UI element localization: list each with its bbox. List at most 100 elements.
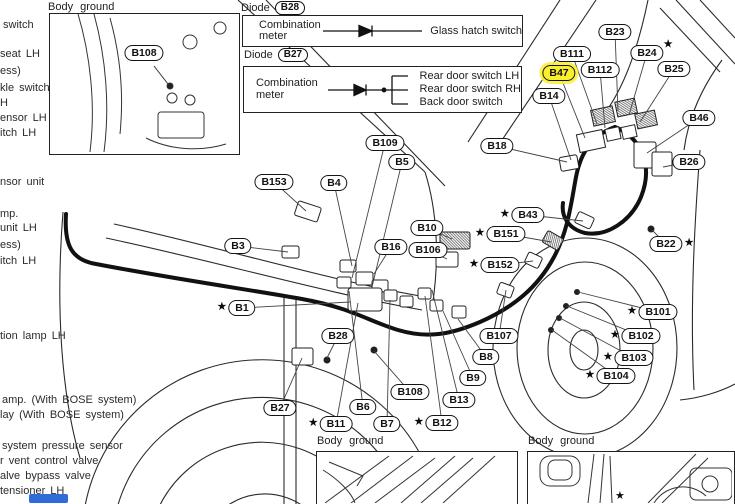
connector-bubble-b24: B24★ bbox=[630, 39, 673, 61]
body-ground-box-bottom-right bbox=[527, 451, 735, 504]
connector-bubble-b12: B12★ bbox=[414, 415, 459, 431]
connector-bubble-b25: B25 bbox=[657, 61, 691, 77]
connector-bubble-b1: B1★ bbox=[217, 300, 256, 316]
leader-line bbox=[571, 53, 598, 125]
star-icon: ★ bbox=[627, 305, 637, 317]
leader-line bbox=[351, 142, 386, 279]
connector-bubble-b107: B107 bbox=[479, 328, 519, 344]
scattered-connectors bbox=[281, 154, 595, 366]
star-icon: ★ bbox=[414, 416, 424, 428]
star-icon: ★ bbox=[308, 417, 318, 429]
connector-bubble-b22: B22★ bbox=[649, 236, 694, 252]
connector-bubble-b28: B28 bbox=[321, 328, 355, 344]
component-label: kle switch bbox=[0, 82, 50, 94]
connector-bubble-b27-legend: B27 bbox=[277, 48, 309, 62]
connector-bubble-b7: B7 bbox=[373, 416, 401, 432]
connector-bubble-b101: B101★ bbox=[627, 304, 678, 320]
diode-symbol-fork bbox=[327, 74, 408, 105]
star-icon: ★ bbox=[475, 227, 485, 239]
connector-bubble-b108: B108 bbox=[390, 384, 430, 400]
diode-b28-tag: Diode B28 bbox=[241, 1, 306, 15]
diode-b27-target-back: Back door switch bbox=[419, 96, 503, 108]
star-icon: ★ bbox=[500, 208, 510, 220]
connector-bubble-b23: B23 bbox=[598, 24, 632, 40]
component-label: lay (With BOSE system) bbox=[0, 409, 124, 421]
connector-bubble-b10: B10 bbox=[410, 220, 444, 236]
connector-bubble-b103: B103★ bbox=[603, 350, 654, 366]
leader-line bbox=[599, 69, 606, 129]
connector-bubble-b151: B151★ bbox=[475, 226, 526, 242]
component-label: H bbox=[0, 97, 8, 109]
diode-b27-target-lh: Rear door switch LH bbox=[419, 70, 520, 82]
leader-line bbox=[348, 290, 364, 408]
connector-bubble-b153: B153 bbox=[254, 174, 294, 190]
leader-line bbox=[548, 95, 572, 161]
leader-line bbox=[431, 289, 460, 401]
leader-line bbox=[558, 72, 586, 139]
connector-bubble-b104: B104★ bbox=[585, 368, 636, 384]
star-icon: ★ bbox=[684, 237, 694, 249]
connector-bubble-b13: B13 bbox=[442, 392, 476, 408]
diode-b27-target-rh: Rear door switch RH bbox=[419, 83, 521, 95]
component-label: switch bbox=[3, 19, 34, 31]
connector-bubble-b27: B27 bbox=[263, 400, 297, 416]
component-label: alve bypass valve bbox=[0, 470, 91, 482]
star-icon: ★ bbox=[585, 369, 595, 381]
diode-b27-title: Diode bbox=[244, 49, 273, 61]
component-label: ess) bbox=[0, 239, 21, 251]
body-ground-box-bottom-left bbox=[316, 451, 518, 504]
component-label: ensor LH bbox=[0, 112, 47, 124]
leader-line bbox=[333, 182, 353, 267]
star-icon: ★ bbox=[615, 490, 625, 502]
connector-bubble-b6: B6 bbox=[349, 399, 377, 415]
body-ground-label-bottom-left: Body ground bbox=[317, 435, 384, 447]
diode-b28-source: Combination meter bbox=[259, 18, 321, 42]
connector-bubble-b14: B14 bbox=[532, 88, 566, 104]
diode-b28-box: Combination meter Glass hatch switch bbox=[242, 15, 523, 47]
star-icon: ★ bbox=[663, 38, 673, 50]
connector-bubble-b106: B106 bbox=[408, 242, 448, 258]
connector-bubble-b8: B8 bbox=[472, 349, 500, 365]
leader-line bbox=[628, 52, 648, 116]
connector-bubble-b18: B18 bbox=[480, 138, 514, 154]
star-icon: ★ bbox=[603, 351, 613, 363]
connector-bubble-b3: B3 bbox=[224, 238, 252, 254]
connector-bubble-b43: B43★ bbox=[500, 207, 545, 223]
leader-line bbox=[371, 161, 403, 288]
star-icon: ★ bbox=[217, 301, 227, 313]
connector-bubble-b109: B109 bbox=[365, 135, 405, 151]
star-icon: ★ bbox=[469, 258, 479, 270]
diode-b27-source: Combination meter bbox=[256, 77, 318, 101]
component-label: itch LH bbox=[0, 255, 37, 267]
leader-line bbox=[386, 299, 391, 425]
component-label: system pressure sensor bbox=[2, 440, 123, 452]
component-label: nsor unit bbox=[0, 176, 45, 188]
connector-bubble-b108: B108 bbox=[124, 45, 164, 61]
component-label: itch LH bbox=[0, 127, 37, 139]
connector-bubble-b5: B5 bbox=[388, 154, 416, 170]
connector-bubble-b9: B9 bbox=[459, 370, 487, 386]
connector-bubble-b11: B11★ bbox=[309, 416, 353, 432]
component-label: seat LH bbox=[0, 48, 40, 60]
leader-line bbox=[241, 301, 351, 309]
leader-line bbox=[442, 310, 474, 379]
diode-b27-tag: Diode B27 bbox=[244, 48, 309, 62]
connector-bubble-b47: B47 bbox=[542, 65, 576, 81]
leader-line bbox=[639, 68, 675, 123]
connector-bubble-b26: B26 bbox=[672, 154, 706, 170]
component-label: r vent control valve bbox=[0, 455, 99, 467]
connector-bubble-b28-legend: B28 bbox=[274, 1, 306, 15]
star-icon: ★ bbox=[610, 329, 620, 341]
component-label: tion lamp LH bbox=[0, 330, 66, 342]
body-ground-top-art bbox=[77, 14, 227, 152]
body-ground-bottom-left-art bbox=[322, 455, 496, 503]
connector-bubble-b102: B102★ bbox=[610, 328, 661, 344]
component-label: amp. (With BOSE system) bbox=[2, 394, 137, 406]
connector-bubble-b111: B111 bbox=[553, 46, 591, 62]
connector-bubble-b16: B16 bbox=[374, 239, 408, 255]
leader-line bbox=[335, 302, 359, 425]
blue-highlight-mark bbox=[29, 494, 68, 503]
component-label: unit LH bbox=[0, 222, 37, 234]
